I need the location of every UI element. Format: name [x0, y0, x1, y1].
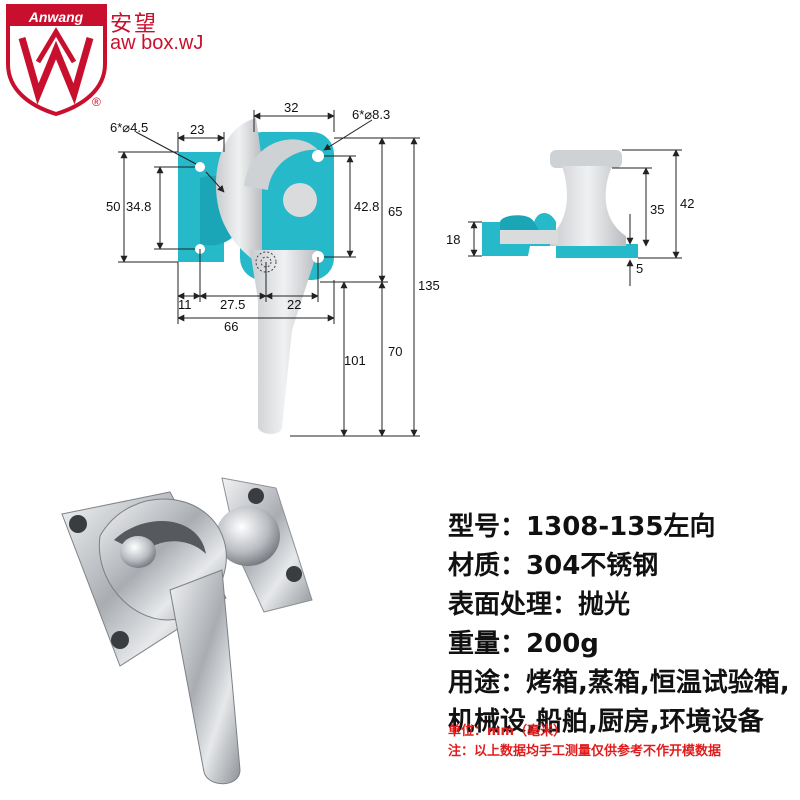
spec-list: 型号：1308-135左向 材质：304不锈钢 表面处理：抛光 重量：200g … [448, 508, 790, 742]
dim-hole-large: 6*⌀8.3 [352, 107, 390, 122]
brand-name-en: aw box.wJ [110, 32, 204, 54]
product-photo [61, 477, 313, 785]
dim-32: 32 [284, 100, 298, 115]
dim-66: 66 [224, 319, 238, 334]
front-view [178, 118, 334, 434]
disclaimer-note: 注：以上数据均手工测量仅供参考不作开模数据 [448, 744, 722, 759]
photo-knob [216, 506, 280, 566]
spec-material: 材质：304不锈钢 [448, 551, 659, 581]
pivot [283, 183, 317, 217]
spec-material-label: 材质 [448, 551, 501, 581]
photo-lever [169, 569, 241, 785]
handle-disc [215, 118, 262, 268]
front-dimension-lines [118, 110, 420, 437]
dim-42: 42 [680, 196, 694, 211]
side-dimension-lines [468, 149, 682, 286]
dim-65: 65 [388, 204, 402, 219]
spec-model-label: 型号 [448, 512, 501, 542]
spec-usage-cont-value: 机械设,船舶,厨房,环境设备 [448, 707, 764, 737]
spec-model-value: 1308-135左向 [526, 512, 716, 542]
dim-34-8: 34.8 [126, 199, 151, 214]
spec-finish-value: 抛光 [578, 590, 631, 620]
technical-drawing: 6*⌀4.5 23 32 6*⌀8.3 50 34.8 42.8 65 135 … [106, 100, 694, 437]
spec-usage-cont: 机械设,船舶,厨房,环境设备 [448, 703, 790, 742]
dim-27-5: 27.5 [220, 297, 245, 312]
dim-22: 22 [287, 297, 301, 312]
dim-hole-small: 6*⌀4.5 [110, 120, 148, 135]
spec-weight: 重量：200g [448, 629, 599, 659]
spec-usage: 用途：烤箱,蒸箱,恒温试验箱, [448, 668, 790, 698]
spec-finish: 表面处理：抛光 [448, 590, 631, 620]
spec-weight-value: 200g [526, 629, 599, 659]
dim-50: 50 [106, 199, 120, 214]
spec-usage-label: 用途 [448, 668, 501, 698]
unit-note: 单位：mm（毫米） [448, 724, 567, 739]
brand-name-cn: 安望 [110, 12, 159, 37]
dim-18: 18 [446, 232, 460, 247]
spec-material-value: 304不锈钢 [526, 551, 659, 581]
spec-finish-label: 表面处理 [448, 590, 553, 620]
registered-mark: ® [92, 95, 101, 109]
handle-cam [244, 139, 318, 190]
dim-70: 70 [388, 344, 402, 359]
logo-shield-icon: Anwang ® [6, 4, 107, 117]
spec-model: 型号：1308-135左向 [448, 512, 716, 542]
side-view [482, 150, 638, 258]
dim-5: 5 [636, 261, 643, 276]
dim-23: 23 [190, 122, 204, 137]
spec-weight-label: 重量 [448, 629, 501, 659]
logo-text: Anwang [28, 9, 84, 25]
dim-11: 11 [178, 297, 192, 312]
dim-135: 135 [418, 278, 440, 293]
dim-42-8: 42.8 [354, 199, 379, 214]
dim-101: 101 [344, 353, 366, 368]
dim-35: 35 [650, 202, 664, 217]
handle-lever [250, 250, 318, 434]
spec-usage-value: 烤箱,蒸箱,恒温试验箱, [526, 668, 790, 698]
